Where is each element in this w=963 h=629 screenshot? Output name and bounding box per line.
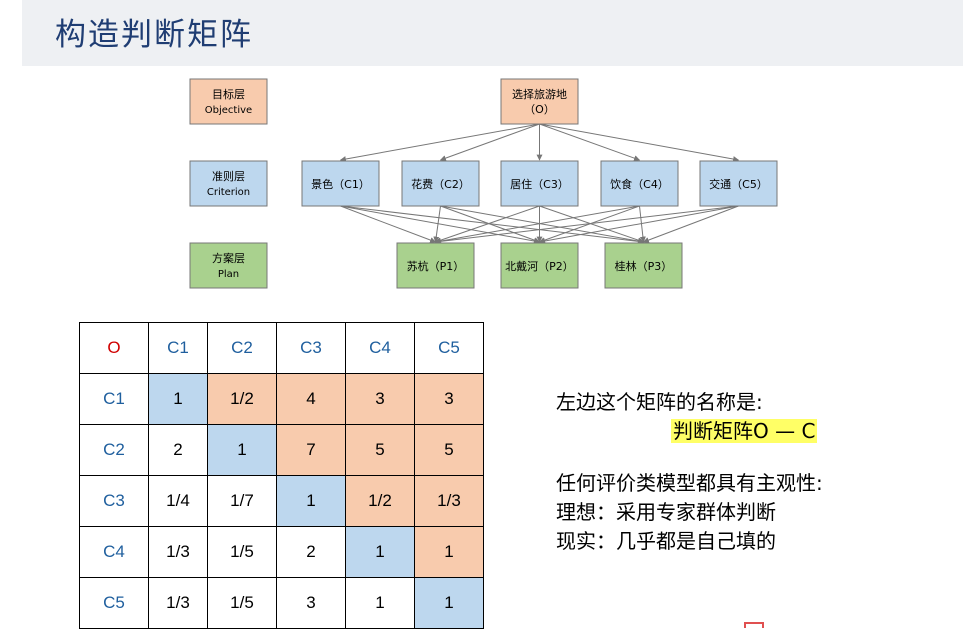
matrix-col-header: C5	[414, 322, 484, 374]
matrix-cell: 1/2	[345, 475, 415, 527]
level-objective-cn: 目标层	[212, 87, 245, 101]
reality-note: 现实：几乎都是自己填的	[556, 529, 776, 553]
matrix-row-header: C1	[79, 373, 149, 425]
judgment-matrix: O C1 C2 C3 C4 C5 C1 1 1/2 4 3 3 C2 2 1 7…	[79, 322, 484, 629]
plan-node-3: 桂林（P3）	[604, 242, 683, 289]
matrix-corner: O	[79, 322, 149, 374]
edge-criterion-plan	[434, 205, 640, 245]
edge-criterion-plan	[440, 205, 645, 245]
matrix-header-row: O C1 C2 C3 C4 C5	[79, 322, 484, 374]
edge-goal-criterion	[539, 123, 641, 161]
edge-criterion-plan	[340, 205, 645, 245]
level-objective-en: Objective	[205, 105, 252, 116]
matrix-cell: 1/4	[148, 475, 208, 527]
matrix-cell: 5	[414, 424, 484, 476]
criterion-label-2: 花费（C2）	[411, 178, 470, 191]
plan-label-3: 桂林（P3）	[615, 259, 673, 273]
goal-code: （O）	[524, 103, 555, 116]
edge-criterion-plan	[642, 205, 739, 243]
criterion-node-3: 居住（C3）	[500, 160, 579, 207]
criterion-node-1: 景色（C1）	[301, 160, 380, 207]
edge-goal-criterion	[539, 123, 740, 162]
level-objective: 目标层 Objective	[189, 78, 268, 125]
matrix-cell: 1	[148, 373, 208, 425]
level-criterion: 准则层 Criterion	[189, 160, 268, 207]
level-plan-en: Plan	[218, 269, 239, 280]
plan-node-1: 苏杭（P1）	[396, 242, 475, 289]
matrix-cell: 5	[345, 424, 415, 476]
corner-mark	[744, 622, 764, 628]
matrix-col-header: C4	[345, 322, 415, 374]
matrix-row: C3 1/4 1/7 1 1/2 1/3	[79, 475, 484, 527]
subjectivity-note: 任何评价类模型都具有主观性:	[556, 471, 823, 495]
edge-goal-criterion	[439, 123, 540, 161]
matrix-cell: 2	[148, 424, 208, 476]
level-plan-cn: 方案层	[212, 251, 245, 265]
criterion-node-5: 交通（C5）	[699, 160, 778, 207]
matrix-cell: 3	[345, 373, 415, 425]
matrix-cell: 1	[414, 577, 484, 629]
level-criterion-en: Criterion	[207, 187, 250, 198]
matrix-row-header: C2	[79, 424, 149, 476]
matrix-cell: 7	[276, 424, 346, 476]
criterion-label-5: 交通（C5）	[709, 177, 768, 191]
edge-criterion-plan	[440, 205, 541, 243]
matrix-col-header: C3	[276, 322, 346, 374]
matrix-cell: 1/3	[148, 526, 208, 578]
edge-criterion-plan	[433, 205, 441, 243]
edge-criterion-plan	[340, 205, 541, 244]
level-criterion-cn: 准则层	[212, 170, 245, 183]
criterion-label-1: 景色（C1）	[311, 177, 370, 191]
edge-criterion-plan	[434, 205, 739, 245]
matrix-row: C2 2 1 7 5 5	[79, 424, 484, 476]
plan-node-2: 北戴河（P2）	[500, 242, 579, 289]
matrix-cell: 1/5	[207, 577, 277, 629]
matrix-cell: 1/5	[207, 526, 277, 578]
matrix-cell: 1	[345, 577, 415, 629]
matrix-cell: 1	[207, 424, 277, 476]
matrix-cell: 1	[276, 475, 346, 527]
matrix-name-highlight: 判断矩阵O — C	[671, 419, 818, 443]
header-band	[22, 0, 963, 66]
ideal-note: 理想：采用专家群体判断	[556, 500, 776, 524]
matrix-row-header: C3	[79, 475, 149, 527]
level-plan: 方案层 Plan	[189, 242, 268, 289]
matrix-cell: 3	[276, 577, 346, 629]
matrix-row: C5 1/3 1/5 3 1 1	[79, 577, 484, 629]
plan-label-1: 苏杭（P1）	[407, 259, 465, 273]
matrix-name-prompt: 左边这个矩阵的名称是:	[556, 390, 763, 414]
edge-criterion-plan	[340, 205, 437, 243]
matrix-cell: 1/2	[207, 373, 277, 425]
matrix-cell: 2	[276, 526, 346, 578]
page-title: 构造判断矩阵	[55, 17, 253, 53]
goal-node: 选择旅游地 （O）	[500, 78, 579, 125]
matrix-row-header: C5	[79, 577, 149, 629]
matrix-cell: 3	[414, 373, 484, 425]
matrix-col-header: C2	[207, 322, 277, 374]
matrix-cell: 1/3	[148, 577, 208, 629]
matrix-row: C1 1 1/2 4 3 3	[79, 373, 484, 425]
criterion-node-2: 花费（C2）	[401, 160, 480, 207]
criterion-node-4: 饮食（C4）	[600, 160, 679, 207]
matrix-col-header: C1	[148, 322, 208, 374]
goal-label: 选择旅游地	[512, 87, 567, 101]
matrix-cell: 1/7	[207, 475, 277, 527]
criterion-label-4: 饮食（C4）	[610, 177, 669, 191]
edge-goal-criterion	[339, 123, 540, 162]
notes-panel: 左边这个矩阵的名称是: 判断矩阵O — C 任何评价类模型都具有主观性: 理想：…	[556, 388, 823, 556]
matrix-cell: 4	[276, 373, 346, 425]
matrix-cell: 1/3	[414, 475, 484, 527]
edge-criterion-plan	[539, 205, 645, 244]
edge-criterion-plan	[538, 205, 739, 244]
hierarchy-edges	[339, 123, 740, 245]
matrix-row: C4 1/3 1/5 2 1 1	[79, 526, 484, 578]
matrix-row-header: C4	[79, 526, 149, 578]
criterion-label-3: 居住（C3）	[510, 177, 569, 191]
plan-label-2: 北戴河（P2）	[505, 259, 574, 273]
matrix-cell: 1	[345, 526, 415, 578]
hierarchy-diagram: 目标层 Objective 准则层 Criterion 方案层 Plan 选择旅…	[189, 78, 778, 289]
edge-criterion-plan	[434, 205, 540, 244]
matrix-cell: 1	[414, 526, 484, 578]
